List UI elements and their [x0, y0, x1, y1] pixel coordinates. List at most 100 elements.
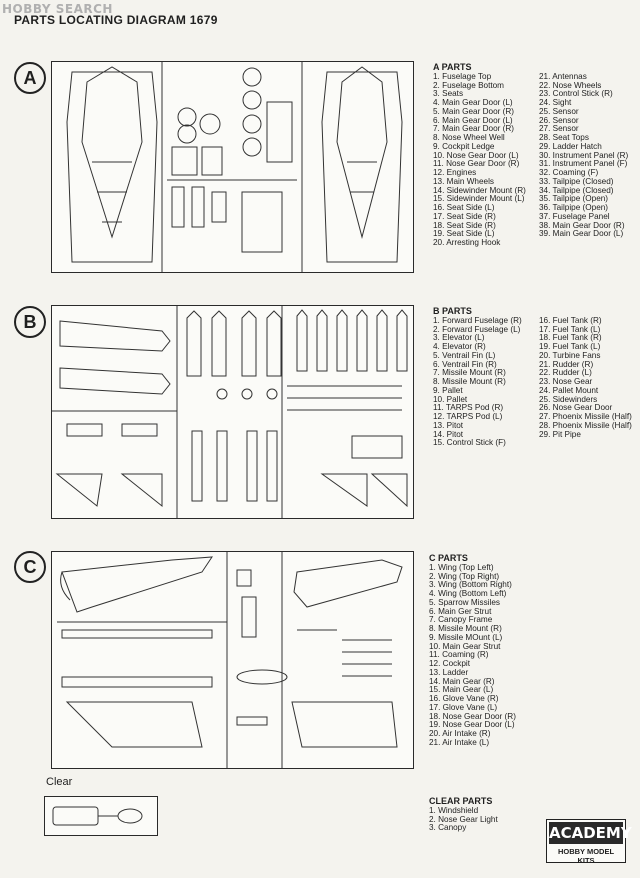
legend-item: 3. Elevator (L)	[433, 333, 485, 343]
legend-item: 15. Sidewinder Mount (L)	[433, 194, 525, 204]
legend-item: 2. Nose Gear Light	[429, 814, 498, 824]
clear-label: Clear	[46, 776, 73, 788]
legend-item: 26. Nose Gear Door	[539, 403, 613, 413]
legend-item: 12. Cockpit	[429, 659, 470, 668]
legend-item: 31. Instrument Panel (F)	[539, 159, 628, 169]
legend-item: 5. Ventrail Fin (L)	[433, 350, 496, 360]
legend-item: 2. Fuselage Bottom	[433, 80, 505, 90]
academy-logo: ACADEMY HOBBY MODEL KITS	[546, 819, 632, 865]
legend-item: 25. Sensor	[539, 106, 579, 116]
legend-item: 11. Coaming (R)	[429, 650, 489, 660]
legend-item: 27. Sensor	[539, 124, 579, 134]
legend-item: 20. Arresting Hook	[433, 238, 501, 247]
legend-item: 19. Nose Gear Door (L)	[429, 720, 515, 730]
legend-item: 34. Tailpipe (Closed)	[539, 185, 614, 195]
section-letter-a: A	[14, 62, 46, 94]
legend-item: 5. Sparrow Missiles	[429, 597, 500, 607]
legend-item: 6. Main Gear Door (L)	[433, 115, 513, 125]
logo-brand: ACADEMY	[549, 822, 632, 844]
legend-item: 4. Wing (Bottom Left)	[429, 589, 507, 598]
legend-item: 19. Fuel Tank (L)	[539, 342, 601, 351]
legend-item: 10. Main Gear Strut	[429, 641, 501, 651]
legend-item: 24. Pallet Mount	[539, 385, 599, 395]
legend-item: 17. Fuel Tank (L)	[539, 324, 601, 334]
legend-item: 8. Missile Mount (R)	[433, 377, 506, 386]
legend-item: 1. Forward Fuselage (R)	[433, 315, 522, 325]
legend-item: 12. TARPS Pod (L)	[433, 412, 503, 421]
legend-item: 12. Engines	[433, 168, 477, 177]
legend-item: 21. Air Intake (L)	[429, 737, 490, 747]
legend-item: 6. Main Ger Strut	[429, 606, 492, 616]
legend-heading: C PARTS	[429, 553, 468, 563]
legend-item: 13. Pitot	[433, 420, 464, 430]
legend-item: 4. Elevator (R)	[433, 342, 486, 351]
legend-b: B PARTS 1. Forward Fuselage (R) 2. Forwa…	[433, 307, 640, 448]
legend-item: 22. Rudder (L)	[539, 368, 592, 378]
legend-item: 36. Tailpipe (Open)	[539, 203, 609, 212]
legend-item: 16. Glove Vane (R)	[429, 694, 499, 703]
legend-item: 20. Air Intake (R)	[429, 729, 491, 738]
legend-item: 37. Fuselage Panel	[539, 211, 610, 221]
legend-item: 23. Nose Gear	[539, 377, 593, 386]
legend-item: 10. Nose Gear Door (L)	[433, 150, 519, 160]
legend-item: 4. Main Gear Door (L)	[433, 98, 513, 107]
legend-heading: A PARTS	[433, 62, 472, 72]
sprue-clear-drawing	[52, 806, 143, 826]
legend-item: 30. Instrument Panel (R)	[539, 150, 629, 160]
sprue-frame-clear	[44, 796, 158, 836]
legend-item: 35. Tailpipe (Open)	[539, 194, 609, 204]
legend-item: 3. Seats	[433, 89, 464, 99]
legend-item: 6. Ventrail Fin (R)	[433, 359, 497, 369]
legend-item: 18. Seat Side (R)	[433, 220, 496, 230]
legend-item: 28. Phoenix Missile (Half)	[539, 420, 632, 430]
legend-item: 13. Ladder	[429, 667, 469, 677]
legend-item: 26. Sensor	[539, 115, 579, 125]
legend-item: 28. Seat Tops	[539, 133, 589, 142]
legend-c: C PARTS 1. Wing (Top Left) 2. Wing (Top …	[429, 554, 516, 748]
legend-item: 5. Main Gear Door (R)	[433, 106, 514, 116]
section-letter-c: C	[14, 551, 46, 583]
legend-item: 14. Sidewinder Mount (R)	[433, 185, 526, 195]
legend-item: 25. Sidewinders	[539, 394, 598, 404]
legend-item: 39. Main Gear Door (L)	[539, 229, 624, 239]
legend-item: 14. Main Gear (R)	[429, 676, 495, 686]
legend-item: 8. Missile Mount (R)	[429, 624, 502, 633]
legend-item: 2. Wing (Top Right)	[429, 571, 500, 581]
section-letter-b: B	[14, 306, 46, 338]
sprue-b-drawing	[52, 306, 408, 518]
legend-item: 2. Forward Fuselage (L)	[433, 324, 521, 334]
legend-heading: B PARTS	[433, 306, 472, 316]
legend-item: 33. Tailpipe (Closed)	[539, 176, 614, 186]
legend-item: 7. Missile Mount (R)	[433, 368, 506, 378]
legend-item: 11. Nose Gear Door (R)	[433, 159, 520, 169]
legend-item: 20. Turbine Fans	[539, 350, 601, 360]
legend-item: 11. TARPS Pod (R)	[433, 403, 504, 413]
legend-item: 38. Main Gear Door (R)	[539, 220, 625, 230]
legend-item: 7. Main Gear Door (R)	[433, 124, 514, 134]
legend-item: 29. Ladder Hatch	[539, 141, 602, 151]
legend-clear: CLEAR PARTS 1. Windshield 2. Nose Gear L…	[429, 797, 498, 833]
legend-item: 22. Nose Wheels	[539, 80, 602, 90]
legend-item: 1. Windshield	[429, 805, 479, 815]
legend-item: 32. Coaming (F)	[539, 168, 599, 177]
page-title: PARTS LOCATING DIAGRAM 1679	[14, 13, 218, 27]
legend-item: 17. Glove Vane (L)	[429, 702, 498, 712]
sprue-c-drawing	[57, 552, 403, 768]
legend-a: A PARTS 1. Fuselage Top 2. Fuselage Bott…	[433, 63, 640, 248]
watermark: HOBBY SEARCH	[2, 2, 113, 16]
legend-item: 29. Pit Pipe	[539, 429, 581, 439]
legend-item: 21. Antennas	[539, 71, 587, 81]
legend-item: 10. Pallet	[433, 394, 468, 404]
legend-item: 13. Main Wheels	[433, 176, 494, 186]
legend-item: 21. Rudder (R)	[539, 359, 594, 369]
legend-item: 24. Sight	[539, 98, 572, 107]
sprue-frame-c	[51, 551, 414, 769]
legend-item: 18. Nose Gear Door (R)	[429, 711, 516, 721]
legend-item: 18. Fuel Tank (R)	[539, 333, 602, 343]
legend-item: 7. Canopy Frame	[429, 615, 493, 625]
legend-item: 14. Pitot	[433, 429, 464, 439]
legend-item: 17. Seat Side (R)	[433, 211, 496, 221]
legend-item: 1. Fuselage Top	[433, 71, 492, 81]
legend-item: 23. Control Stick (R)	[539, 89, 613, 99]
legend-item: 9. Cockpit Ledge	[433, 141, 495, 151]
